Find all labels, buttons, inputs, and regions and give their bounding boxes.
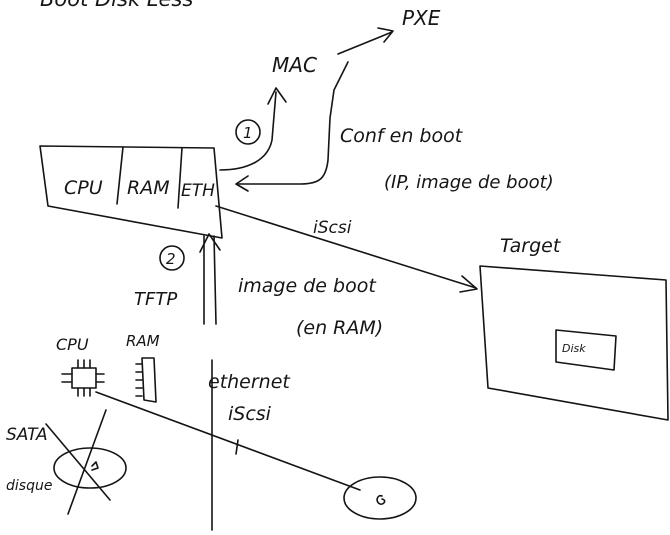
en-ram-label: (en RAM) xyxy=(296,317,383,339)
cross-out-line-2 xyxy=(67,409,107,515)
machine-divider-1 xyxy=(116,146,124,205)
eth-to-mac-arrowhead xyxy=(267,87,287,105)
eth-to-mac-line xyxy=(219,91,277,171)
mac-to-pxe-arrowhead xyxy=(377,27,394,43)
disk-box xyxy=(555,329,617,371)
ram-stick-icon xyxy=(141,357,157,403)
tftp-label: TFTP xyxy=(134,289,177,310)
mac-to-pxe-arrow xyxy=(337,31,393,55)
ram-stick-pins-icon xyxy=(135,363,143,397)
conf-return-line xyxy=(237,61,349,185)
machine-box xyxy=(39,145,223,239)
title: Boot Disk Less xyxy=(40,0,193,11)
image-de-boot-label: image de boot xyxy=(238,275,377,297)
disk-label: Disk xyxy=(562,342,586,355)
target-box xyxy=(479,265,669,421)
disque-label: disque xyxy=(6,478,52,494)
cpu-chip-icon xyxy=(71,367,97,389)
tftp-channel xyxy=(203,235,217,325)
pxe-label: PXE xyxy=(402,6,441,30)
ethernet-label: ethernet xyxy=(208,371,291,393)
mac-label: MAC xyxy=(272,53,317,77)
conf-en-boot-label: Conf en boot xyxy=(340,125,464,147)
local-disk-center xyxy=(91,461,99,471)
machine-divider-2 xyxy=(177,147,183,209)
local-disk-ellipse xyxy=(53,447,127,489)
cpu-chip-pins-icon xyxy=(61,359,105,397)
step2-circle xyxy=(159,245,185,271)
iscsi-tick xyxy=(235,439,239,455)
ram-label: RAM xyxy=(127,177,170,199)
iscsi-line-to-disk xyxy=(95,391,361,491)
cpu-small-label: CPU xyxy=(56,335,89,354)
eth-label: ETH xyxy=(181,181,215,201)
step1-label: 1 xyxy=(243,124,253,142)
step1-circle xyxy=(235,119,261,145)
sata-label: SATA xyxy=(6,425,48,445)
iscsi-top-label: iScsi xyxy=(313,218,352,238)
remote-disk-ellipse xyxy=(343,476,417,520)
ram-small-label: RAM xyxy=(126,332,160,350)
conf-return-arrowhead xyxy=(235,175,249,192)
conf-detail-label: (IP, image de boot) xyxy=(384,172,554,193)
remote-disk-center xyxy=(376,494,386,505)
iscsi-line-to-target xyxy=(215,205,477,289)
target-label: Target xyxy=(500,235,562,257)
iscsi-bottom-label: iScsi xyxy=(228,403,272,425)
cross-out-line-1 xyxy=(45,423,111,501)
iscsi-arrowhead xyxy=(459,275,478,293)
step2-label: 2 xyxy=(166,250,176,268)
cpu-label: CPU xyxy=(64,177,103,199)
tftp-arrowhead xyxy=(199,233,221,253)
